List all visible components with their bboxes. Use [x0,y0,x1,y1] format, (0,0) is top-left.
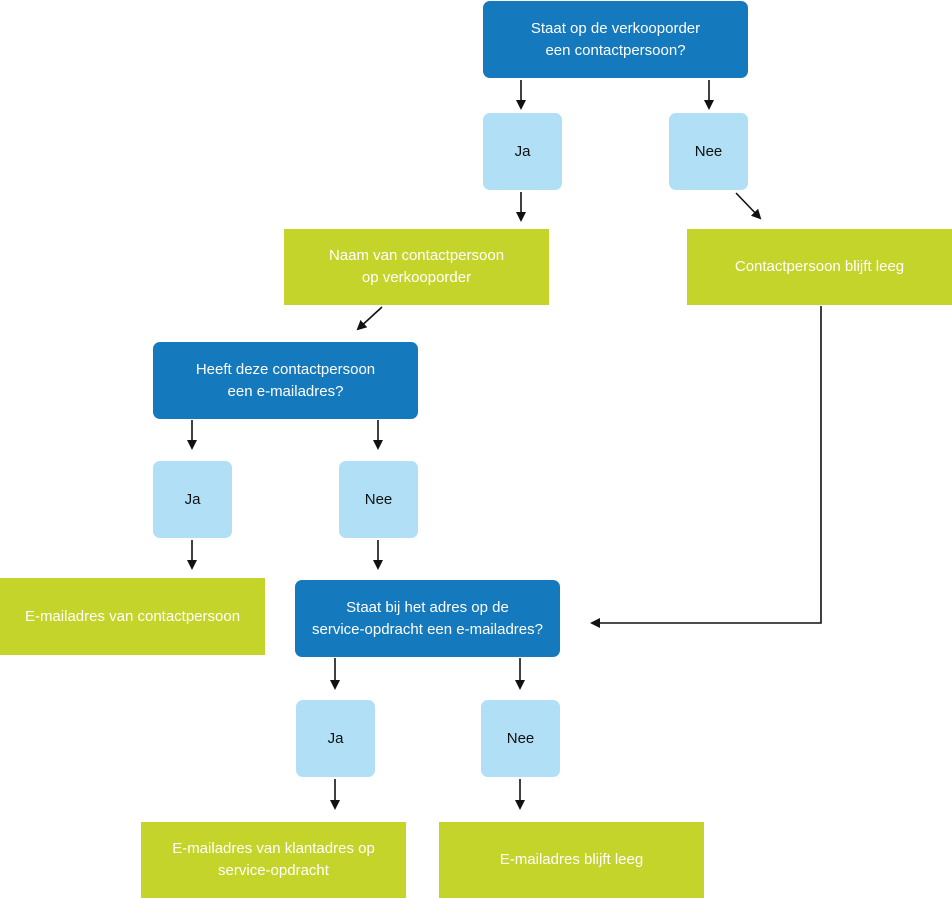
arrow-nee-leeg [735,192,762,220]
answer-nee-1: Nee [669,113,748,190]
answer-ja-1: Ja [483,113,562,190]
result-label: Contactpersoon blijft leeg [734,258,905,275]
arrow-naam-q2 [356,306,383,331]
answer-nee-3: Nee [481,700,560,777]
answer-label: Nee [506,729,535,747]
question-label: Staat op de verkooporder een contactpers… [530,19,701,59]
question-label: Staat bij het adres op de service-opdrac… [312,598,543,638]
result-label: E-mailadres van klantadres op service-op… [172,840,375,879]
answer-ja-3: Ja [296,700,375,777]
question-adres-service-opdracht: Staat bij het adres op de service-opdrac… [295,580,560,657]
result-label: E-mailadres blijft leeg [499,851,644,868]
answer-label: Nee [364,490,393,508]
result-contactpersoon-leeg: Contactpersoon blijft leeg [687,229,952,305]
arrow-leeg-q3 [590,306,822,628]
result-email-contactpersoon: E-mailadres van contactpersoon [0,578,265,655]
answer-label: Ja [514,142,531,160]
answer-nee-2: Nee [339,461,418,538]
question-contactpersoon-emailadres: Heeft deze contactpersoon een e-mailadre… [153,342,418,419]
question-label: Heeft deze contactpersoon een e-mailadre… [195,360,376,400]
answer-label: Ja [184,490,201,508]
question-contactpersoon-verkooporder: Staat op de verkooporder een contactpers… [483,1,748,78]
result-email-klantadres: E-mailadres van klantadres op service-op… [141,822,406,898]
result-label: Naam van contactpersoon op verkooporder [328,247,505,286]
answer-label: Nee [694,142,723,160]
answer-ja-2: Ja [153,461,232,538]
result-email-leeg: E-mailadres blijft leeg [439,822,704,898]
result-label: E-mailadres van contactpersoon [24,607,241,625]
answer-label: Ja [327,729,344,747]
result-naam-contactpersoon: Naam van contactpersoon op verkooporder [284,229,549,305]
